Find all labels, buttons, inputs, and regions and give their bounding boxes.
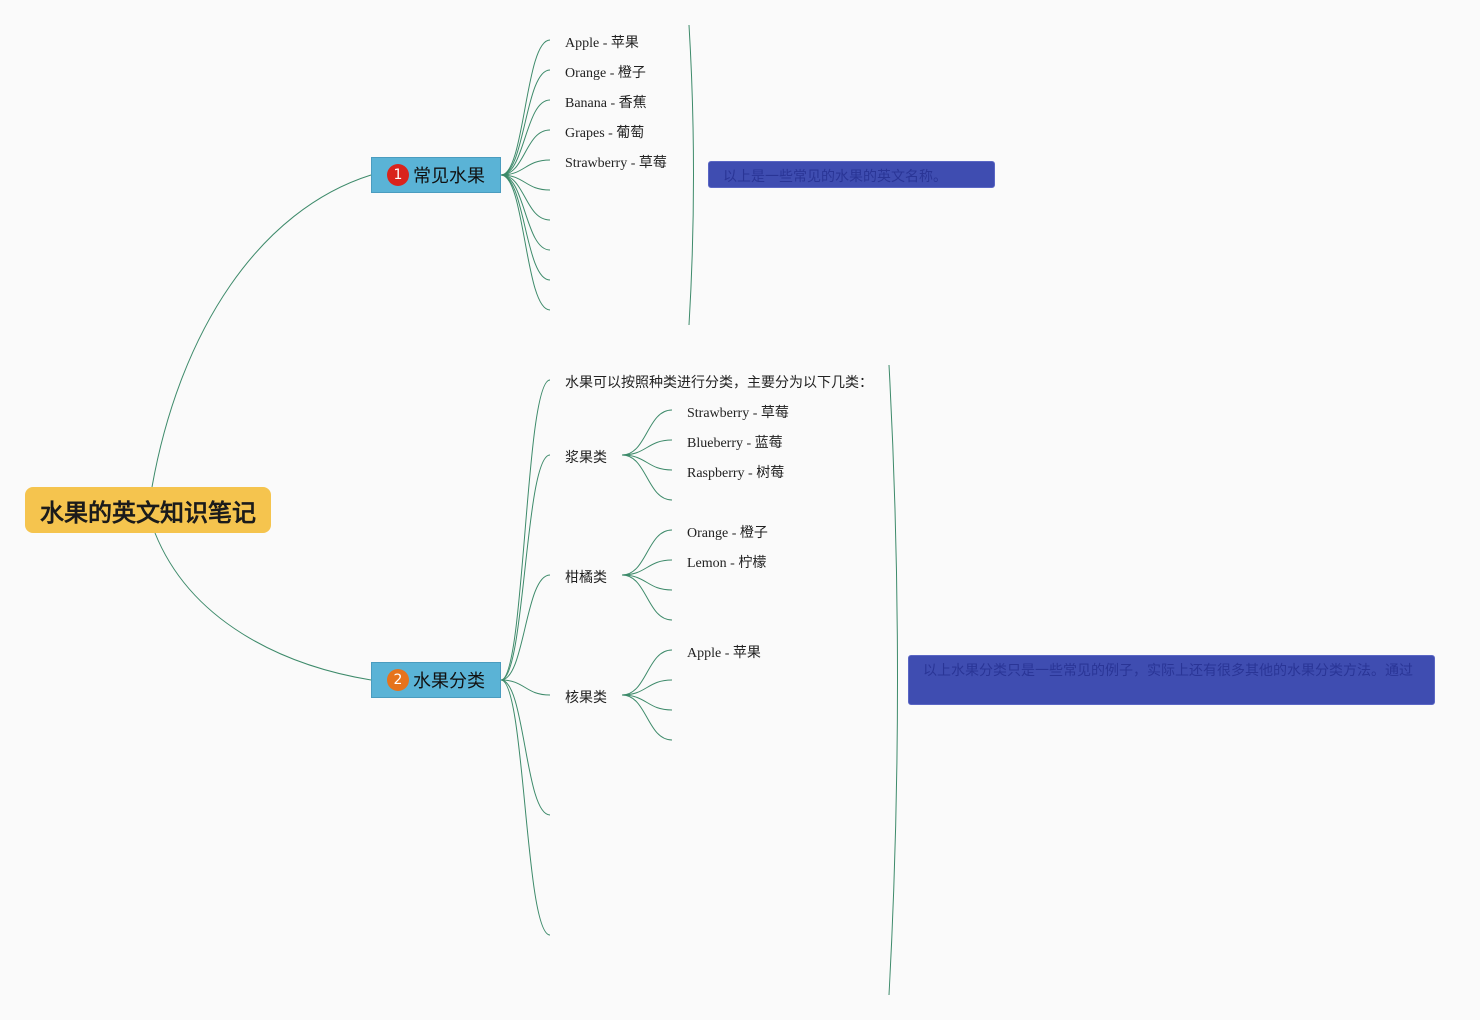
link-t1-item5 xyxy=(500,159,551,176)
link-c3-empty2 xyxy=(621,694,673,711)
link-c2-item1 xyxy=(621,529,673,576)
link-c1-item3 xyxy=(621,454,673,471)
link-c1-empty xyxy=(621,454,673,501)
link-t1-item4 xyxy=(500,129,551,176)
link-t1-item3 xyxy=(500,99,551,176)
topic-common-fruits[interactable]: 1 常见水果 xyxy=(371,157,501,193)
leaf-orange[interactable]: Orange - 橙子 xyxy=(565,66,646,81)
leaf-raspberry[interactable]: Raspberry - 树莓 xyxy=(687,466,785,481)
leaf-grapes[interactable]: Grapes - 葡萄 xyxy=(565,126,645,141)
link-t2-cat1 xyxy=(500,454,551,681)
link-t1-empty3 xyxy=(500,174,551,251)
priority-1-icon: 1 xyxy=(387,164,409,186)
topic-fruit-classification[interactable]: 2 水果分类 xyxy=(371,662,501,698)
classification-intro[interactable]: 水果可以按照种类进行分类，主要分为以下几类： xyxy=(565,375,873,391)
link-t1-empty5 xyxy=(500,174,551,311)
link-c2-empty2 xyxy=(621,574,673,621)
link-t1-item1 xyxy=(500,39,551,176)
summary-common-fruits[interactable]: 以上是一些常见的水果的英文名称。 xyxy=(708,161,995,188)
topic-label: 常见水果 xyxy=(413,166,485,187)
topic-label: 水果分类 xyxy=(413,671,485,692)
link-c1-item1 xyxy=(621,409,673,456)
link-root-topic1 xyxy=(151,174,372,488)
leaf-banana[interactable]: Banana - 香蕉 xyxy=(565,96,647,111)
link-root-topic2 xyxy=(154,532,372,681)
summary-fruit-classification[interactable]: 以上水果分类只是一些常见的例子，实际上还有很多其他的水果分类方法。通过 xyxy=(908,655,1435,705)
priority-2-icon: 2 xyxy=(387,669,409,691)
link-t2-intro xyxy=(500,379,551,681)
link-t2-empty2 xyxy=(500,679,551,936)
leaf-apple[interactable]: Apple - 苹果 xyxy=(565,36,639,51)
leaf-orange[interactable]: Orange - 橙子 xyxy=(687,526,768,541)
category-berries[interactable]: 浆果类 xyxy=(565,450,607,466)
leaf-strawberry[interactable]: Strawberry - 草莓 xyxy=(565,156,667,171)
root-topic[interactable]: 水果的英文知识笔记 xyxy=(25,487,271,533)
link-t1-item2 xyxy=(500,69,551,176)
link-c3-empty3 xyxy=(621,694,673,741)
leaf-apple[interactable]: Apple - 苹果 xyxy=(687,646,761,661)
link-t1-empty2 xyxy=(500,174,551,221)
link-c3-item1 xyxy=(621,649,673,696)
link-t1-empty4 xyxy=(500,174,551,281)
link-t2-empty1 xyxy=(500,679,551,816)
link-c2-empty1 xyxy=(621,574,673,591)
link-t2-cat2 xyxy=(500,574,551,681)
link-c2-item2 xyxy=(621,559,673,576)
summary-bracket-2 xyxy=(888,364,898,996)
link-c1-item2 xyxy=(621,439,673,456)
leaf-blueberry[interactable]: Blueberry - 蓝莓 xyxy=(687,436,783,451)
link-c3-empty1 xyxy=(621,679,673,696)
link-t2-cat3 xyxy=(500,679,551,696)
leaf-strawberry[interactable]: Strawberry - 草莓 xyxy=(687,406,789,421)
leaf-lemon[interactable]: Lemon - 柠檬 xyxy=(687,556,767,571)
category-citrus[interactable]: 柑橘类 xyxy=(565,570,607,586)
summary-bracket-1 xyxy=(688,24,694,326)
category-drupes[interactable]: 核果类 xyxy=(565,690,607,706)
